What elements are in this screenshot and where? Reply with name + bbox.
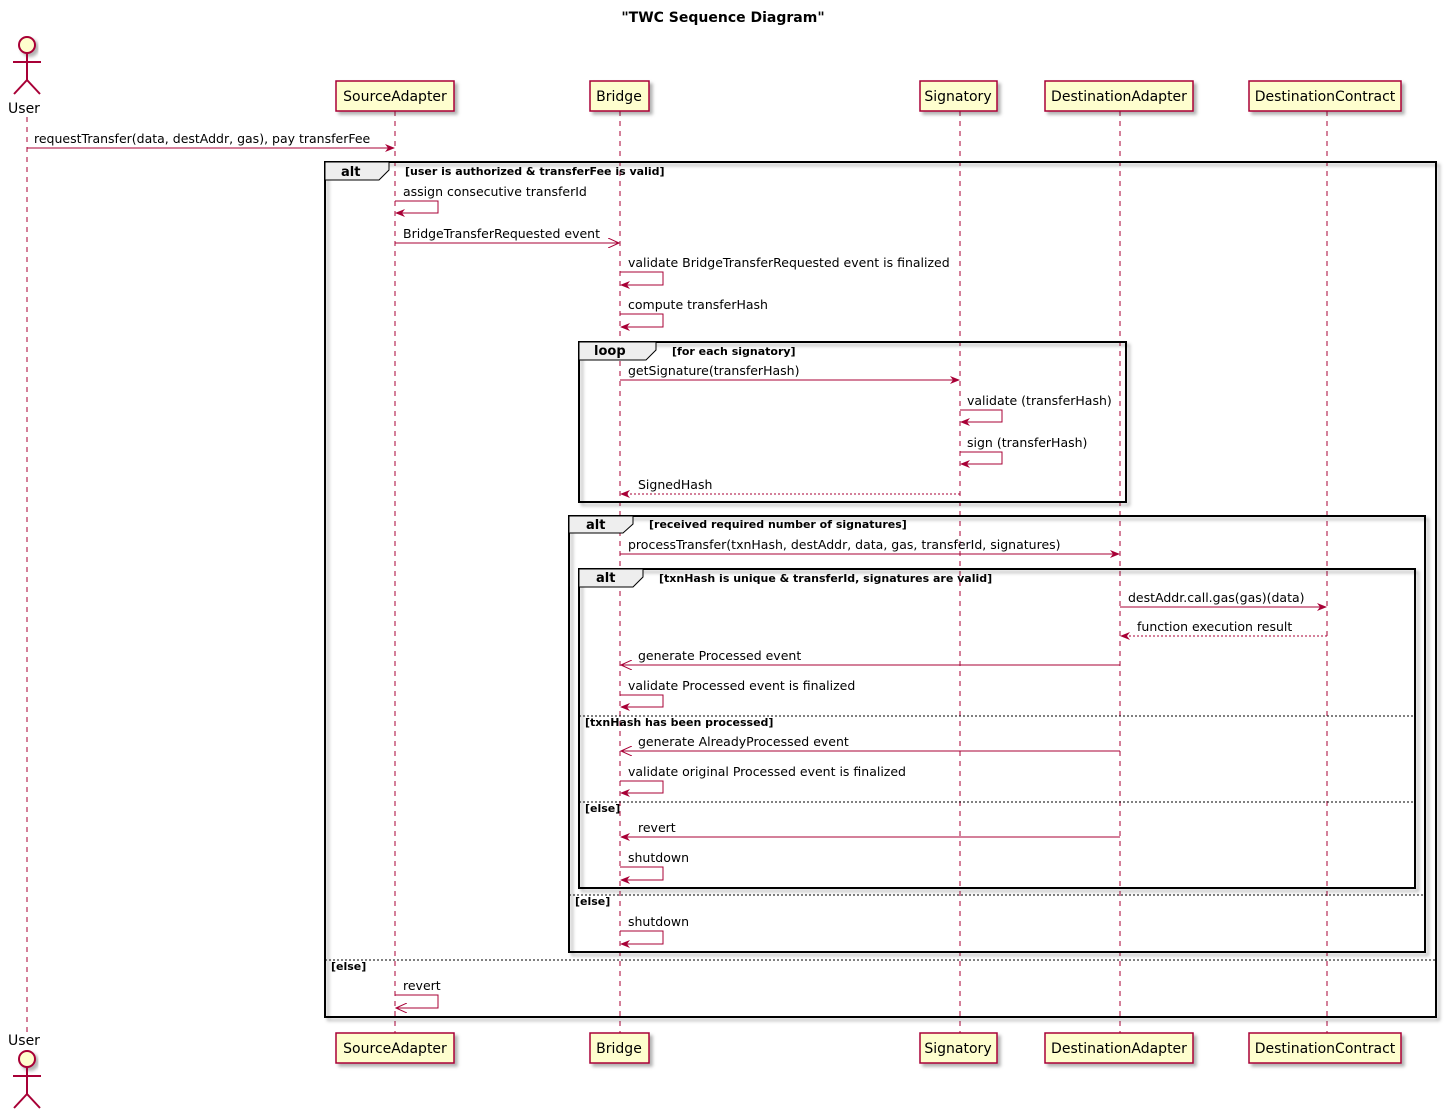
arrow-compute-hash (620, 313, 664, 331)
participant-signatory-top: Signatory (924, 89, 991, 105)
fragment-alt-txn-unique: alt [txnHash is unique & transferId, sig… (578, 568, 1416, 889)
msg-request-transfer: requestTransfer(data, destAddr, gas), pa… (34, 131, 371, 146)
msg-assign-transfer-id: assign consecutive transferId (403, 184, 587, 199)
arrow-validate-hash (960, 409, 1003, 426)
fragment-alt-authorized-guard: [user is authorized & transferFee is val… (405, 165, 665, 178)
arrow-shutdown-inner (620, 866, 664, 884)
msg-compute-hash: compute transferHash (628, 297, 768, 312)
participant-destination-contract-bottom-box (1248, 1032, 1402, 1064)
fragment-alt-signatures: alt [received required number of signatu… (568, 515, 1426, 953)
participant-destination-contract-top-box (1248, 80, 1402, 112)
msg-revert-source: revert (403, 978, 441, 993)
arrow-validate-processed (620, 694, 664, 711)
participant-bridge-top-box (589, 80, 650, 112)
fragment-alt-txn-processed-guard: [txnHash has been processed] (585, 716, 773, 729)
msg-sign-hash: sign (transferHash) (967, 435, 1087, 450)
msg-dest-call: destAddr.call.gas(gas)(data) (1128, 590, 1305, 605)
msg-bridge-transfer-requested: BridgeTransferRequested event (403, 226, 600, 241)
arrow-sign-hash (960, 451, 1003, 468)
participant-destination-adapter-top-box (1044, 80, 1194, 112)
participant-destination-contract-top: DestinationContract (1255, 89, 1396, 105)
msg-signed-hash: SignedHash (638, 477, 712, 492)
fragment-alt-signatures-else: [else] (575, 895, 610, 908)
msg-get-signature: getSignature(transferHash) (628, 363, 799, 378)
msg-generate-processed: generate Processed event (638, 648, 801, 663)
msg-shutdown-outer: shutdown (628, 914, 689, 929)
diagram-title: "TWC Sequence Diagram" (621, 10, 824, 26)
fragment-alt-txn-unique-guard: [txnHash is unique & transferId, signatu… (659, 572, 992, 585)
actor-user-top-label: User (8, 101, 40, 117)
fragment-loop-signatory: loop [for each signatory] (578, 341, 1127, 503)
fragment-alt-txn-unique-keyword: alt (596, 571, 615, 586)
participant-bridge-bottom-box (589, 1032, 650, 1064)
fragment-loop-keyword: loop (594, 344, 626, 359)
msg-validate-hash: validate (transferHash) (967, 393, 1112, 408)
actor-user-top (13, 36, 41, 95)
arrow-validate-original-processed (620, 780, 664, 797)
fragment-alt-authorized-else: [else] (331, 960, 366, 973)
participant-destination-adapter-bottom: DestinationAdapter (1051, 1041, 1187, 1057)
fragment-alt-signatures-guard: [received required number of signatures] (649, 518, 907, 531)
user-bottom-head-icon (18, 1050, 36, 1068)
msg-execution-result: function execution result (1137, 619, 1292, 634)
participant-source-adapter-bottom-box (335, 1032, 455, 1064)
participants-bottom: SourceAdapter Bridge Signatory Destinati… (335, 1032, 1402, 1064)
participant-source-adapter-bottom: SourceAdapter (343, 1041, 447, 1057)
actor-user-bottom-label: User (8, 1033, 40, 1049)
arrow-revert-source (395, 994, 439, 1008)
participants-top: SourceAdapter Bridge Signatory Destinati… (335, 80, 1402, 112)
participant-source-adapter-top-box (335, 80, 455, 112)
msg-validate-original-processed: validate original Processed event is fin… (628, 764, 906, 779)
msg-revert-dest: revert (638, 820, 676, 835)
participant-signatory-bottom: Signatory (924, 1041, 991, 1057)
arrow-validate-requested (620, 271, 664, 289)
fragment-alt-authorized: alt [user is authorized & transferFee is… (324, 161, 1437, 1018)
participant-source-adapter-top: SourceAdapter (343, 89, 447, 105)
participant-signatory-top-box (919, 80, 998, 112)
actor-user-bottom (13, 1050, 41, 1109)
fragment-loop-guard: [for each signatory] (672, 345, 796, 358)
participant-destination-adapter-bottom-box (1044, 1032, 1194, 1064)
participant-bridge-bottom: Bridge (596, 1041, 642, 1057)
participant-bridge-top: Bridge (596, 89, 642, 105)
msg-shutdown-inner: shutdown (628, 850, 689, 865)
fragment-alt-txn-else: [else] (585, 802, 620, 815)
fragment-alt-authorized-keyword: alt (341, 165, 360, 180)
fragment-alt-signatures-keyword: alt (586, 518, 605, 533)
msg-validate-requested: validate BridgeTransferRequested event i… (628, 255, 950, 270)
participant-destination-contract-bottom: DestinationContract (1255, 1041, 1396, 1057)
arrow-assign-transfer-id (395, 200, 439, 217)
participant-signatory-bottom-box (919, 1032, 998, 1064)
msg-process-transfer: processTransfer(txnHash, destAddr, data,… (628, 537, 1061, 552)
arrow-shutdown-outer (620, 930, 664, 948)
msg-generate-already-processed: generate AlreadyProcessed event (638, 734, 849, 749)
user-head-icon (18, 36, 36, 54)
msg-validate-processed: validate Processed event is finalized (628, 678, 855, 693)
participant-destination-adapter-top: DestinationAdapter (1051, 89, 1187, 105)
